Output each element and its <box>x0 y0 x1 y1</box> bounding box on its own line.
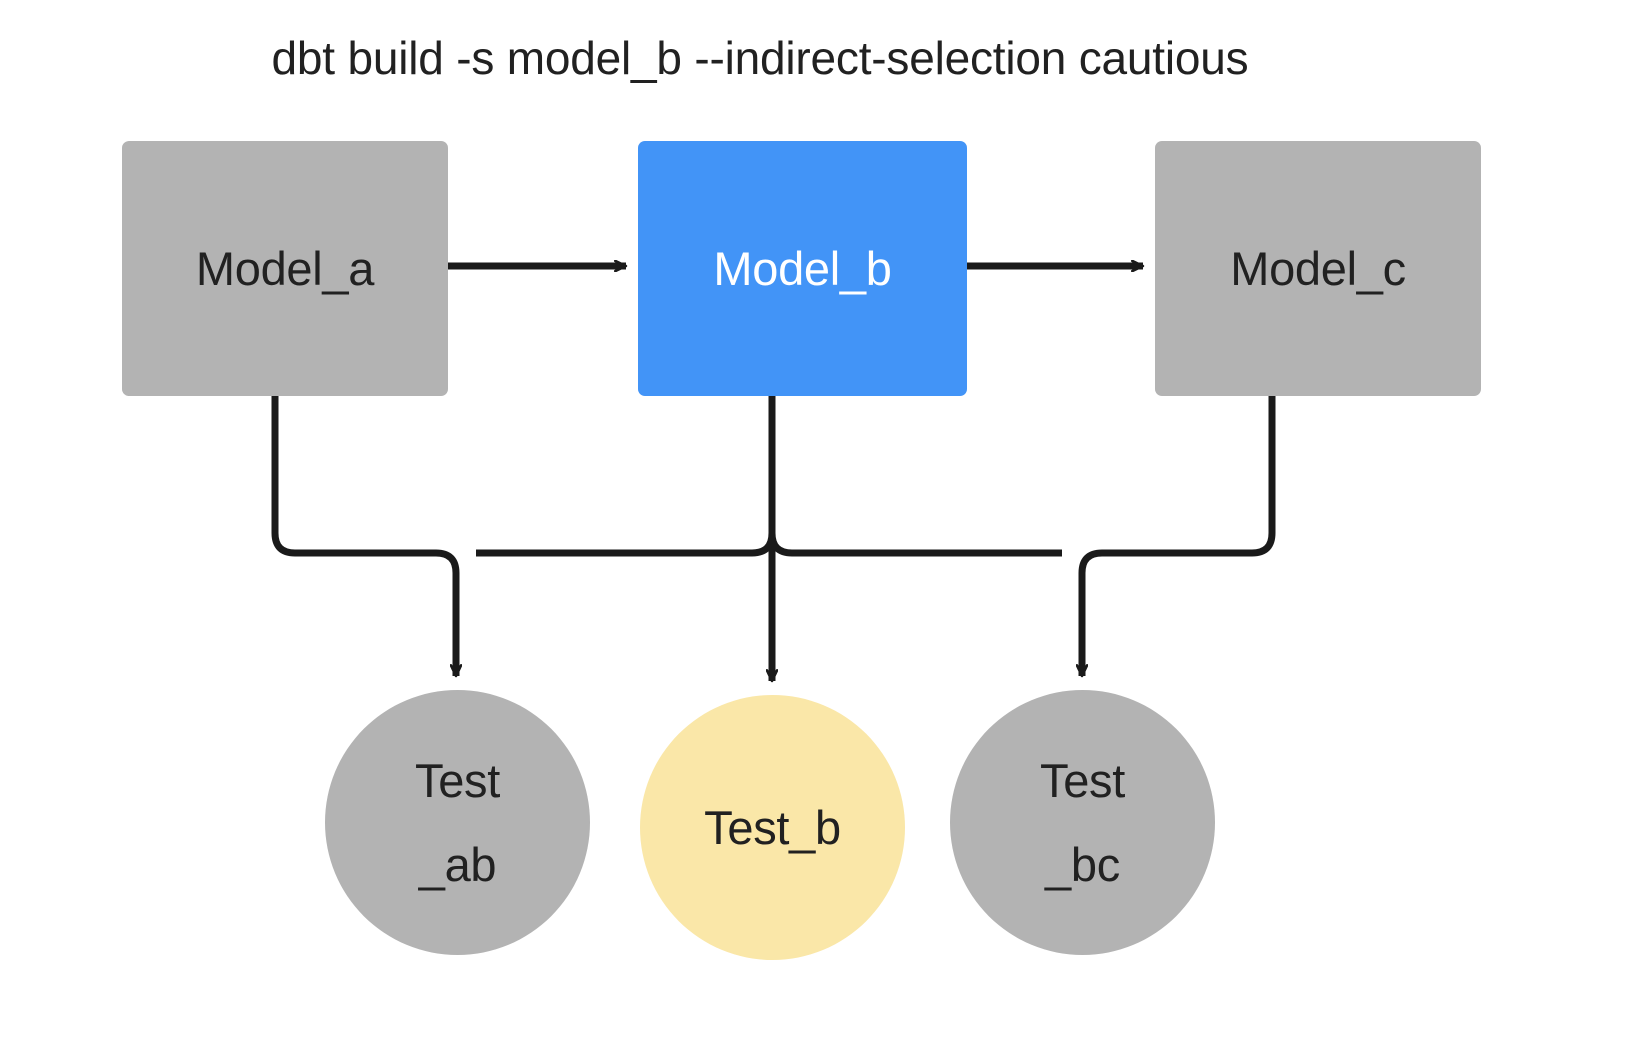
node-model-c-label: Model_c <box>1230 241 1406 295</box>
edge-model-a-to-test-ab <box>271 396 456 676</box>
diagram-title: dbt build -s model_b --indirect-selectio… <box>271 32 1249 84</box>
node-test-b[interactable]: Test_b <box>640 695 905 960</box>
node-test-b-label: Test_b <box>704 800 841 854</box>
edge-model-c-to-test-bc <box>1082 396 1276 676</box>
edge-model-b-to-test-bc <box>768 396 1062 557</box>
node-test-ab[interactable]: Test _ab <box>325 690 590 955</box>
node-model-b[interactable]: Model_b <box>638 141 967 396</box>
node-model-c[interactable]: Model_c <box>1155 141 1481 396</box>
node-model-a[interactable]: Model_a <box>122 141 448 396</box>
node-test-bc[interactable]: Test _bc <box>950 690 1215 955</box>
node-model-a-label: Model_a <box>195 241 375 295</box>
node-test-ab-label: Test _ab <box>415 753 500 891</box>
node-test-bc-label: Test _bc <box>1040 753 1125 891</box>
edge-model-b-to-test-ab <box>476 396 776 557</box>
node-model-b-label: Model_b <box>713 241 892 295</box>
